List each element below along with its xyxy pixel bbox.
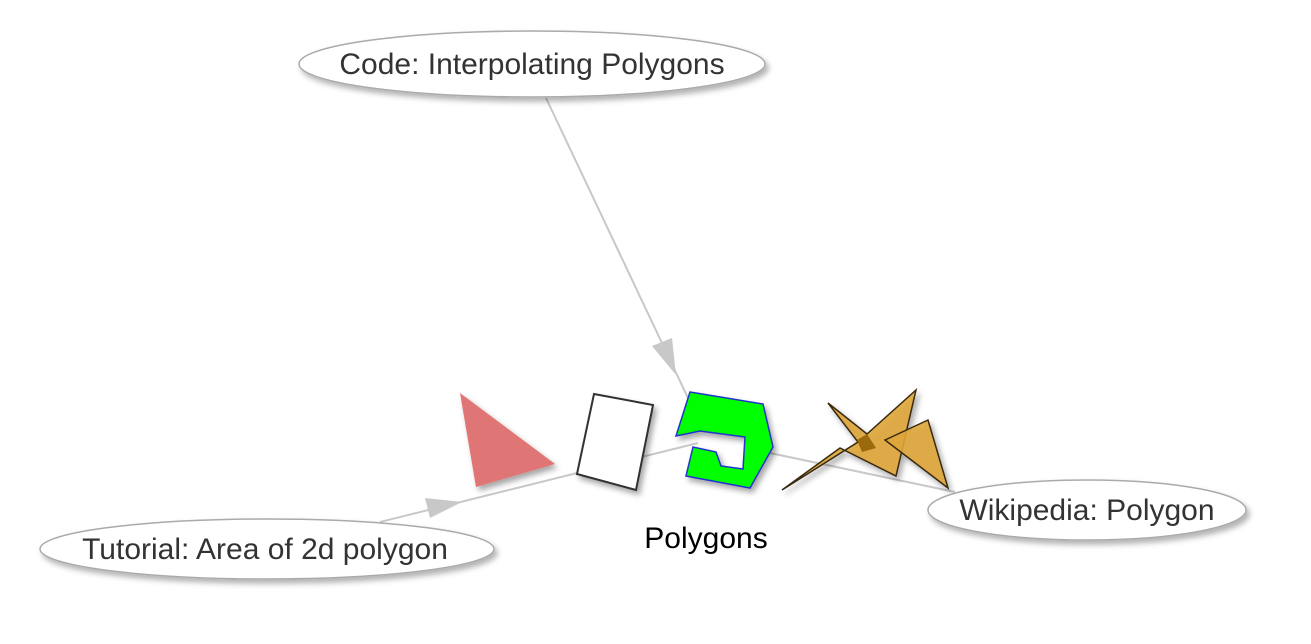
edge-tutorial [379, 442, 699, 523]
node-code[interactable]: Code: Interpolating Polygons [298, 30, 766, 98]
center-node-label: Polygons [644, 522, 767, 555]
star-polygon-icon [781, 387, 950, 491]
node-tutorial[interactable]: Tutorial: Area of 2d polygon [39, 518, 495, 580]
edge-wikipedia [769, 452, 956, 493]
node-label: Wikipedia: Polygon [959, 494, 1214, 527]
triangle-icon [460, 393, 555, 487]
arrowhead-icon [652, 338, 676, 375]
node-label: Code: Interpolating Polygons [339, 48, 724, 81]
polygons-icon[interactable] [460, 387, 950, 492]
node-label: Tutorial: Area of 2d polygon [82, 533, 448, 566]
node-wikipedia[interactable]: Wikipedia: Polygon [927, 479, 1247, 541]
edge-code [545, 97, 689, 399]
rectangle-icon [575, 392, 655, 492]
green-spiral-icon [674, 391, 774, 489]
arrowhead-icon [425, 498, 462, 518]
